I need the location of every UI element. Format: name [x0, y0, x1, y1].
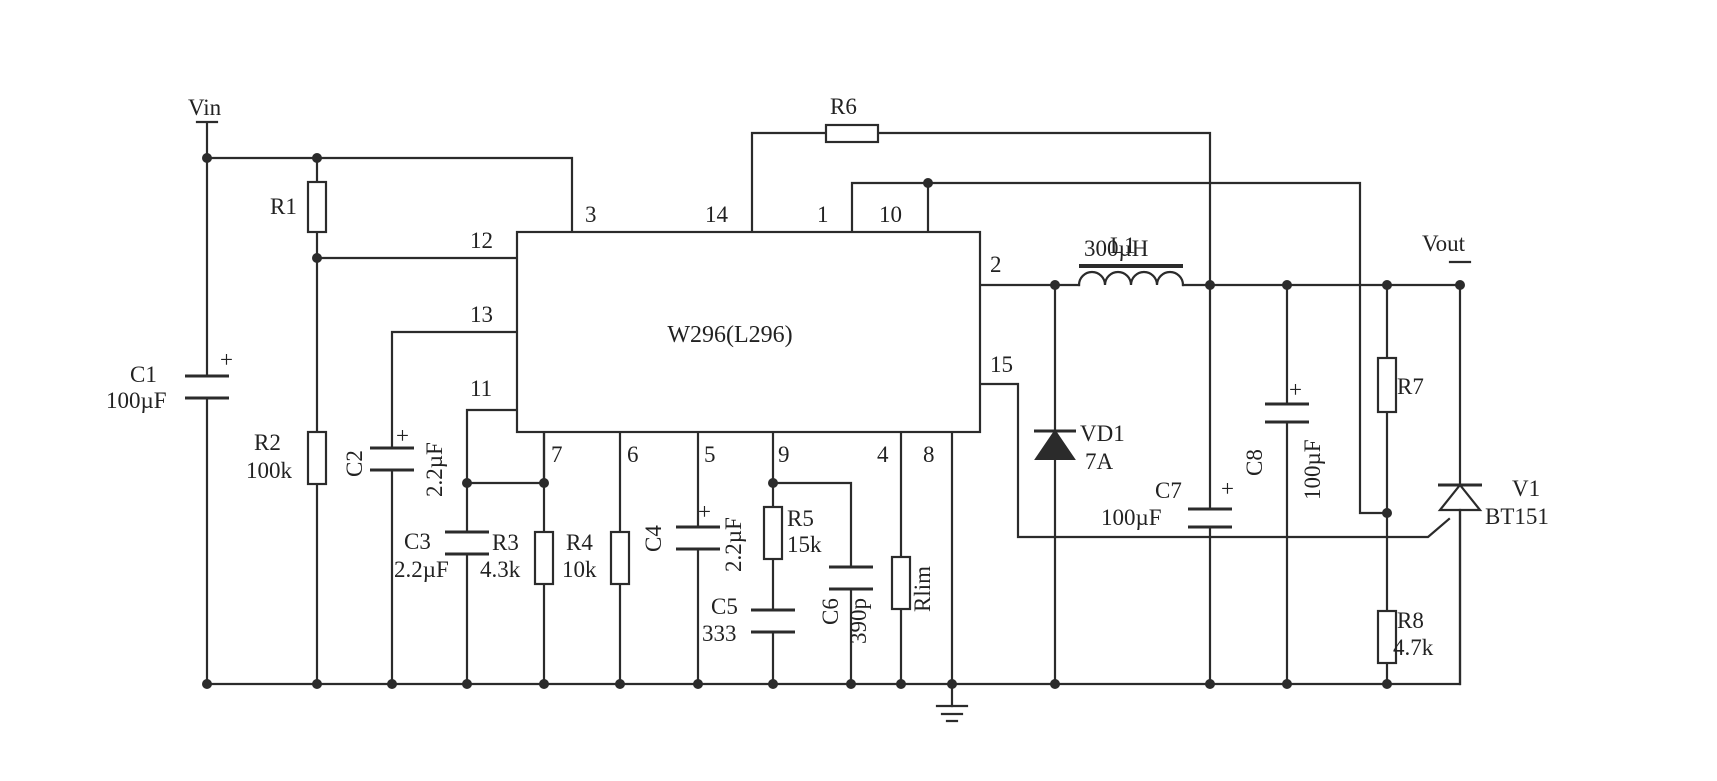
c4-value: 2.2µF: [721, 517, 746, 572]
pin-14-label: 14: [705, 202, 729, 227]
r8-value: 4.7k: [1393, 635, 1434, 660]
r4-ref: R4: [566, 530, 593, 555]
v1-ref: V1: [1512, 476, 1540, 501]
inductor-l1: L1 300µH: [1077, 233, 1185, 287]
resistor-r5: R5 15k: [762, 505, 822, 561]
thyristor-v1: V1 BT151: [1437, 476, 1549, 686]
diode-vd1: VD1 7A: [1034, 421, 1125, 474]
pin-13-label: 13: [470, 302, 493, 327]
junction-dots: [202, 153, 1465, 689]
r3-value: 4.3k: [480, 557, 521, 582]
l1-value: 300µH: [1084, 236, 1148, 261]
c3-value: 2.2µF: [394, 557, 449, 582]
resistor-r2: R2 100k: [246, 430, 328, 486]
c1-value: 100µF: [106, 388, 167, 413]
c4-polarity: +: [698, 499, 711, 524]
c8-polarity: +: [1289, 377, 1302, 402]
resistor-r3: R3 4.3k: [480, 530, 555, 586]
pin-4-label: 4: [877, 442, 889, 467]
capacitor-c8: + C8 100µF: [1242, 377, 1325, 500]
capacitor-c5: C5 333: [702, 594, 795, 646]
resistor-r7: R7: [1376, 356, 1424, 414]
pin-2-label: 2: [990, 252, 1002, 277]
resistor-r1: R1: [270, 180, 328, 234]
pin-12-label: 12: [470, 228, 493, 253]
pin-5-label: 5: [704, 442, 716, 467]
pin-8-label: 8: [923, 442, 935, 467]
r3-ref: R3: [492, 530, 519, 555]
capacitor-c3: C3 2.2µF: [394, 529, 489, 582]
pin-6-label: 6: [627, 442, 639, 467]
pin-9-label: 9: [778, 442, 790, 467]
r5-ref: R5: [787, 506, 814, 531]
r2-value: 100k: [246, 458, 293, 483]
resistor-rlim: Rlim: [890, 555, 935, 612]
capacitor-c2: + C2 2.2µF: [342, 423, 447, 497]
r5-value: 15k: [787, 532, 822, 557]
vd1-value: 7A: [1085, 449, 1114, 474]
r8-ref: R8: [1397, 608, 1424, 633]
c8-ref: C8: [1242, 449, 1267, 476]
c5-value: 333: [702, 621, 737, 646]
c2-ref: C2: [342, 450, 367, 477]
c3-ref: C3: [404, 529, 431, 554]
pin-numbers: 3 14 1 10 12 13 11 2 15 7 6 5 9 4 8: [470, 202, 1013, 467]
pin-15-label: 15: [990, 352, 1013, 377]
l1-ref: L1: [1110, 233, 1136, 258]
pin-10-label: 10: [879, 202, 902, 227]
v1-value: BT151: [1485, 504, 1549, 529]
pin-1-label: 1: [817, 202, 829, 227]
c6-ref: C6: [818, 598, 843, 625]
c2-polarity: +: [396, 423, 409, 448]
capacitor-c1: + C1 100µF: [106, 347, 233, 413]
pin-11-label: 11: [470, 376, 492, 401]
r4-value: 10k: [562, 557, 597, 582]
resistor-r4: R4 10k: [562, 530, 631, 586]
vin-label: Vin: [188, 95, 222, 120]
c4-ref: C4: [641, 525, 666, 552]
ic-w296: W296(L296): [515, 230, 982, 434]
c6-value: 390p: [846, 598, 871, 644]
vout-label: Vout: [1422, 231, 1466, 256]
r2-ref: R2: [254, 430, 281, 455]
r1-ref: R1: [270, 194, 297, 219]
capacitor-c6: C6 390p: [818, 565, 873, 644]
c5-ref: C5: [711, 594, 738, 619]
vd1-ref: VD1: [1080, 421, 1125, 446]
r6-ref: R6: [830, 94, 857, 119]
c7-ref: C7: [1155, 478, 1182, 503]
capacitor-c7: + C7 100µF: [1101, 476, 1234, 530]
ic-label: W296(L296): [667, 322, 792, 348]
resistor-r8: R8 4.7k: [1376, 608, 1434, 665]
resistor-r6: R6: [824, 94, 880, 144]
c8-value: 100µF: [1300, 439, 1325, 500]
c7-value: 100µF: [1101, 505, 1162, 530]
rlim-ref: Rlim: [910, 566, 935, 612]
c2-value: 2.2µF: [422, 442, 447, 497]
pin-3-label: 3: [585, 202, 597, 227]
c1-ref: C1: [130, 362, 157, 387]
c1-polarity: +: [220, 347, 233, 372]
c7-polarity: +: [1221, 476, 1234, 501]
pin-7-label: 7: [551, 442, 563, 467]
capacitor-c4: + C4 2.2µF: [641, 499, 746, 572]
r7-ref: R7: [1397, 374, 1424, 399]
